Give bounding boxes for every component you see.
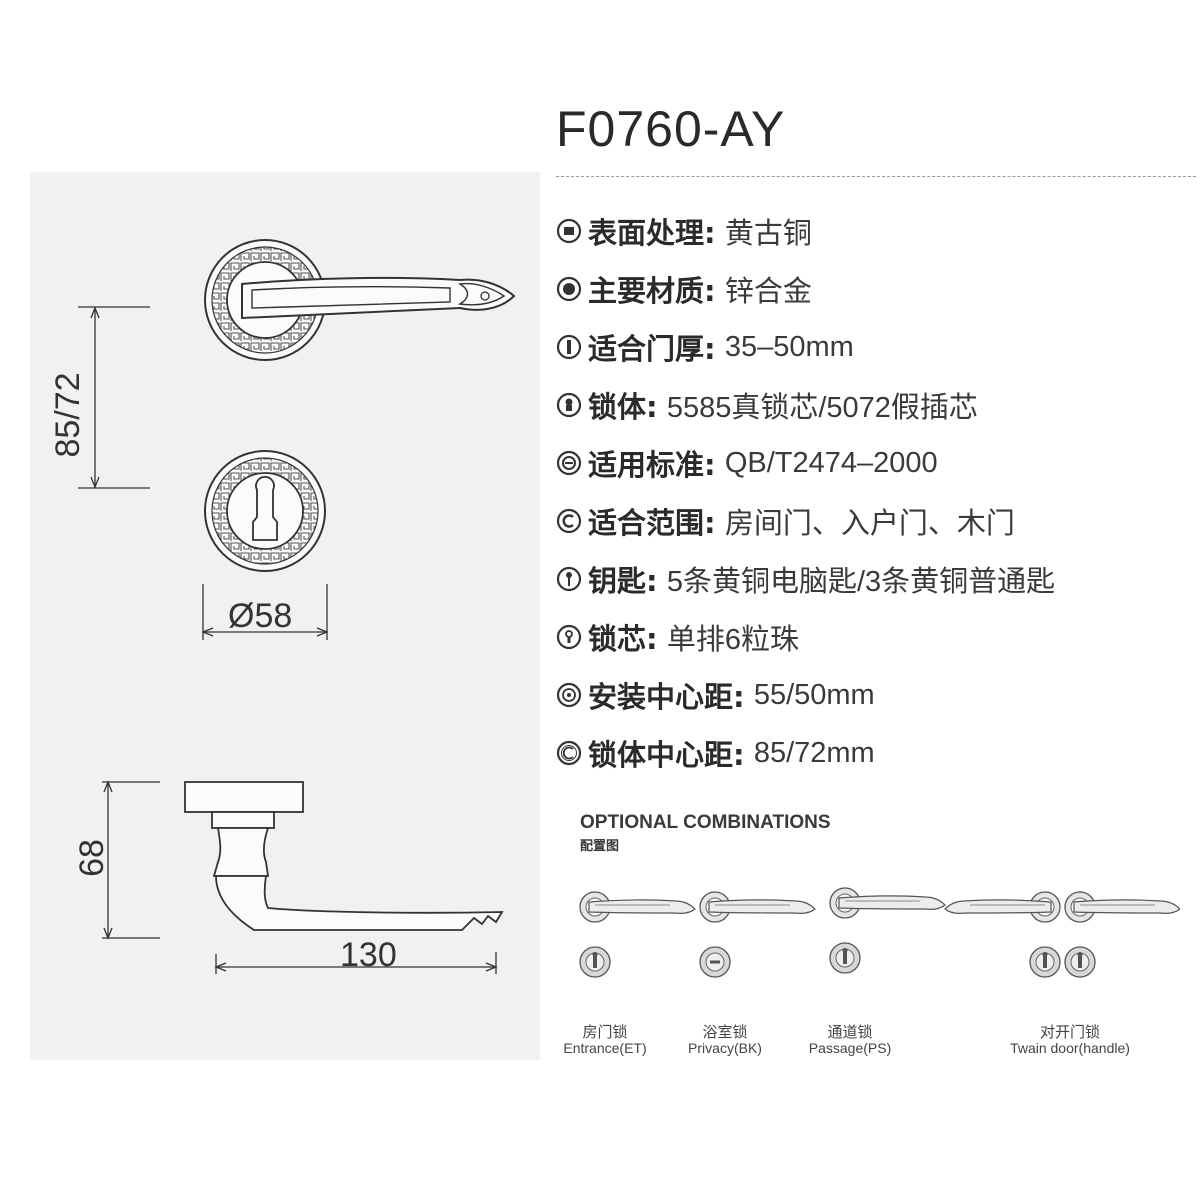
lever-side-view bbox=[184, 781, 504, 931]
key-icon bbox=[556, 566, 582, 592]
spec-row: 锁芯: 单排6粒珠 bbox=[556, 608, 1055, 666]
lock-body-icon bbox=[556, 392, 582, 418]
combo-label-passage: 通道锁 Passage(PS) bbox=[808, 1023, 892, 1056]
height-dimension-label: 85/72 bbox=[49, 372, 87, 458]
spec-row: 表面处理: 黄古铜 bbox=[556, 202, 1055, 260]
projection-dimension bbox=[102, 780, 160, 940]
spec-row: 锁体中心距: 85/72mm bbox=[556, 724, 1055, 782]
projection-label: 68 bbox=[73, 839, 111, 877]
combo-twain-door bbox=[944, 891, 1180, 978]
cylinder-icon bbox=[556, 624, 582, 650]
height-dimension bbox=[78, 306, 150, 489]
diameter-label: Ø58 bbox=[228, 597, 293, 635]
spec-row: 适合范围: 房间门、入户门、木门 bbox=[556, 492, 1055, 550]
spec-row: 安装中心距: 55/50mm bbox=[556, 666, 1055, 724]
combo-label-entrance: 房门锁 Entrance(ET) bbox=[563, 1023, 647, 1056]
spec-list: 表面处理: 黄古铜 主要材质: 锌合金 适合门厚: 35–50mm 锁体: 55… bbox=[556, 202, 1055, 782]
lever-rose-front-view bbox=[204, 239, 516, 361]
spec-row: 适用标准: QB/T2474–2000 bbox=[556, 434, 1055, 492]
scope-icon bbox=[556, 508, 582, 534]
model-number: F0760-AY bbox=[556, 101, 786, 157]
optional-combinations-title: OPTIONAL COMBINATIONS bbox=[580, 812, 831, 833]
body-distance-icon bbox=[556, 740, 582, 766]
door-thickness-icon bbox=[556, 334, 582, 360]
optional-combinations-subtitle: 配置图 bbox=[580, 839, 620, 854]
combo-label-twain-door: 对开门锁 Twain door(handle) bbox=[1010, 1023, 1130, 1056]
spec-row: 锁体: 5585真锁芯/5072假插芯 bbox=[556, 376, 1055, 434]
technical-drawing-panel bbox=[30, 172, 540, 1060]
spec-row: 主要材质: 锌合金 bbox=[556, 260, 1055, 318]
material-icon bbox=[556, 276, 582, 302]
surface-icon bbox=[556, 218, 582, 244]
spec-row: 钥匙: 5条黄铜电脑匙/3条黄铜普通匙 bbox=[556, 550, 1055, 608]
combinations-illustration bbox=[579, 887, 1180, 978]
escutcheon-front-view bbox=[204, 450, 326, 572]
spec-row: 适合门厚: 35–50mm bbox=[556, 318, 1055, 376]
standard-icon bbox=[556, 450, 582, 476]
combo-label-privacy: 浴室锁 Privacy(BK) bbox=[688, 1023, 762, 1056]
length-dimension bbox=[214, 952, 498, 974]
combo-passage bbox=[829, 887, 946, 974]
install-distance-icon bbox=[556, 682, 582, 708]
combo-entrance bbox=[579, 891, 696, 978]
combo-privacy bbox=[699, 891, 816, 978]
technical-drawing bbox=[78, 239, 516, 974]
divider bbox=[556, 176, 1196, 177]
length-label: 130 bbox=[340, 936, 397, 974]
diameter-dimension bbox=[201, 584, 329, 640]
